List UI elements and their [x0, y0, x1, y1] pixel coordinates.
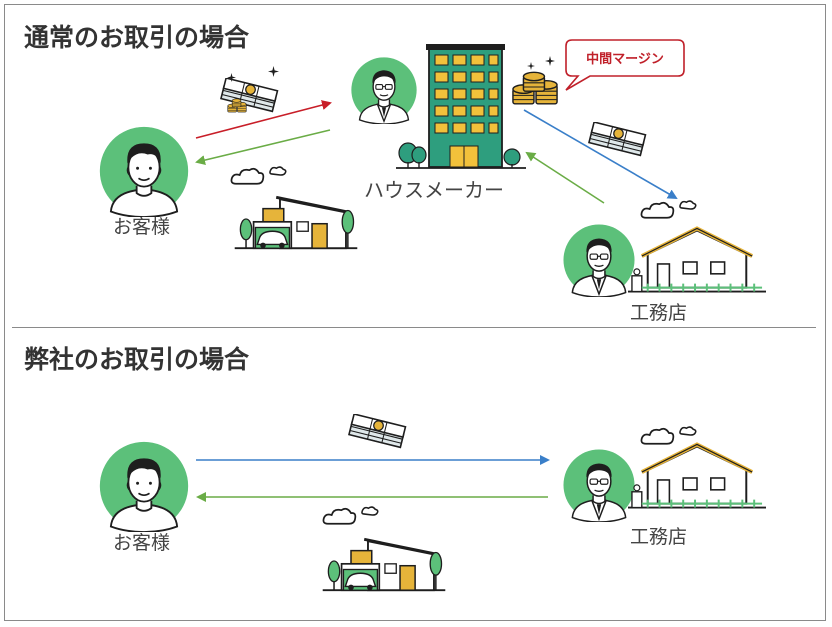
- house-with-car-icon: [233, 195, 359, 250]
- section-divider: [12, 327, 816, 328]
- margin-callout-bubble: [565, 39, 685, 91]
- house-icon: [628, 226, 766, 294]
- arrow-maker-to-contractor: [523, 109, 678, 200]
- customer-person-icon: [98, 125, 190, 217]
- arrow-customer-to-maker: [195, 100, 332, 139]
- cloud-icon: [640, 426, 697, 445]
- arrow-maker-to-customer: [195, 129, 331, 165]
- apartment-building-icon: [396, 44, 526, 169]
- house-icon: [628, 442, 766, 510]
- maker-person-icon: [350, 56, 418, 124]
- sparkle-icon: [527, 62, 535, 70]
- arrow-contractor-to-maker: [525, 151, 605, 204]
- house-with-car-icon: [321, 537, 447, 592]
- customer-label: お客様: [113, 216, 171, 238]
- margin-callout-text: 中間マージン: [586, 52, 664, 67]
- contractor-person-icon: [562, 223, 636, 297]
- money-stack-icon: [348, 414, 407, 449]
- coin-stack-icon: [512, 71, 558, 105]
- money-stack-icon: [588, 122, 647, 157]
- customer-person-icon: [98, 440, 190, 532]
- maker-label: ハウスメーカー: [364, 178, 504, 202]
- contractor-label: 工務店: [630, 526, 688, 548]
- contractor-label: 工務店: [630, 302, 688, 324]
- sparkle-icon: [545, 56, 555, 66]
- cloud-icon: [230, 166, 287, 185]
- normal-section-title: 通常のお取引の場合: [24, 23, 250, 52]
- our-section-title: 弊社のお取引の場合: [24, 345, 250, 374]
- customer-label: お客様: [113, 532, 171, 554]
- cloud-icon: [640, 200, 697, 219]
- contractor-person-icon: [562, 448, 636, 522]
- cloud-icon: [322, 506, 379, 525]
- outer-frame: [4, 4, 826, 621]
- sparkle-icon: [268, 66, 279, 77]
